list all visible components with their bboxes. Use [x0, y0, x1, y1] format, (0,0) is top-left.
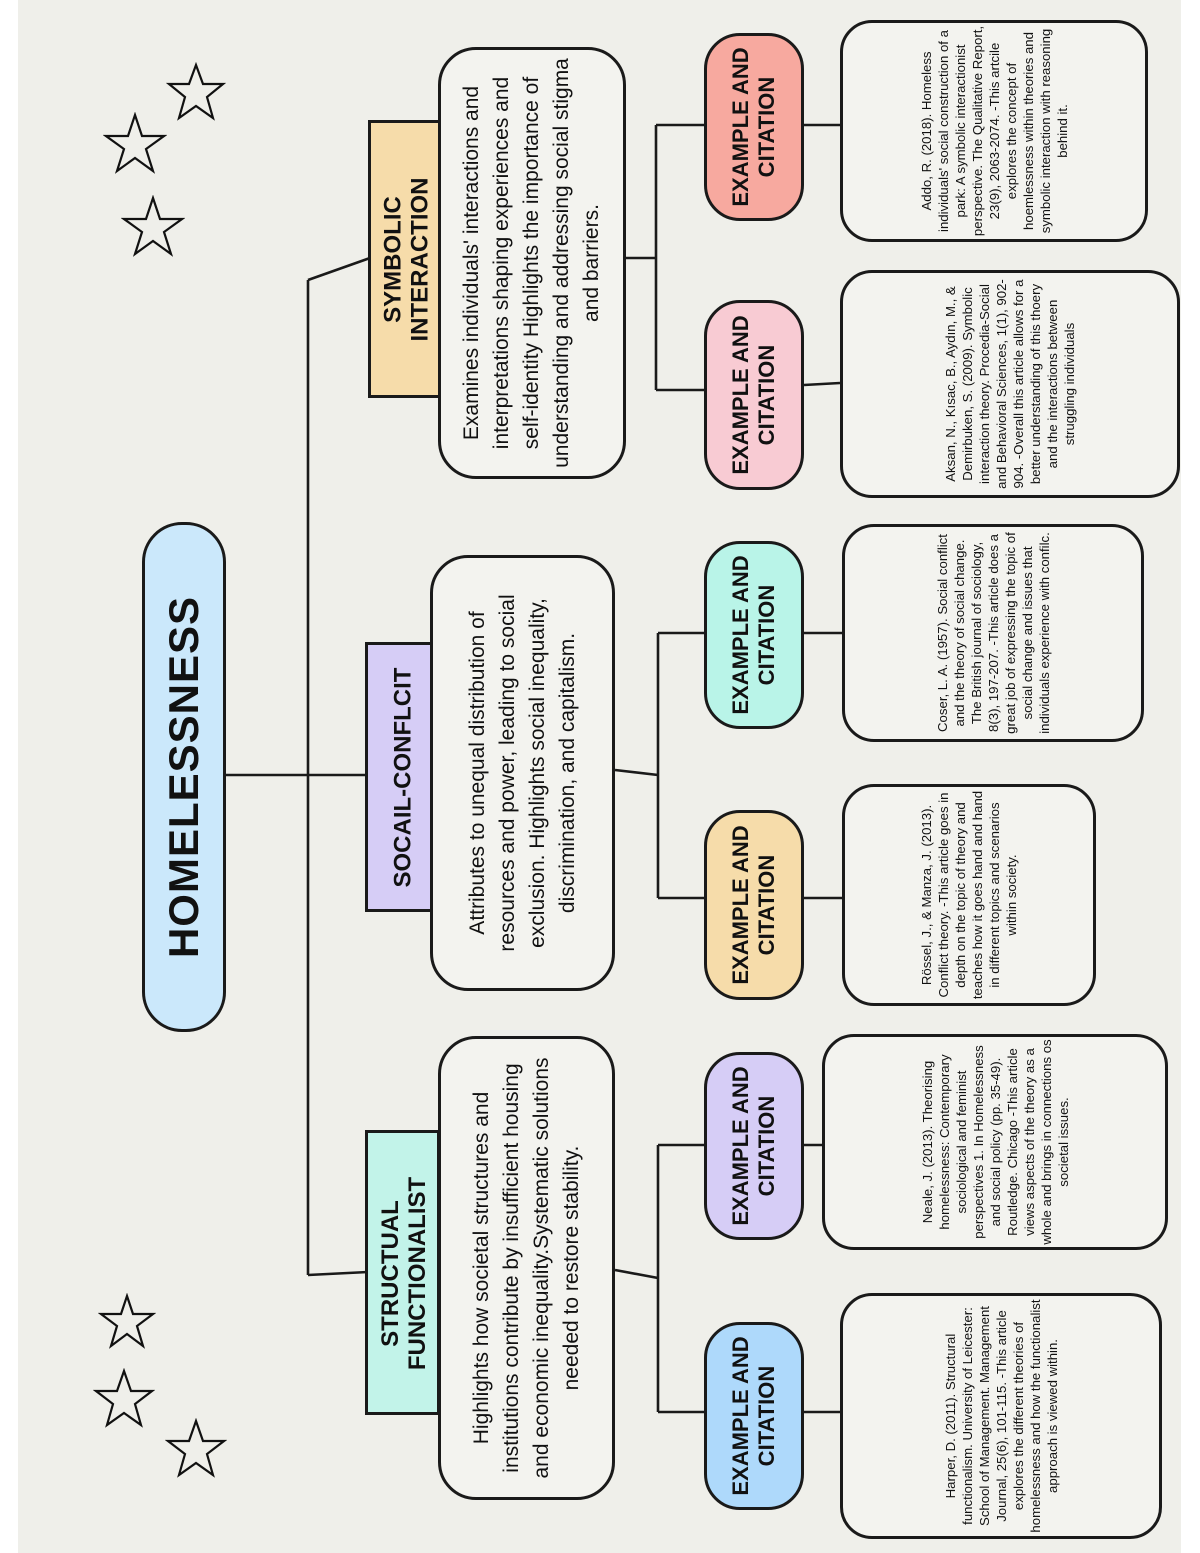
star-icon — [98, 1293, 156, 1349]
example-node: EXAMPLE AND CITATION — [704, 1052, 804, 1240]
citation-box: Coser, L. A. (1957). Social conflict and… — [842, 524, 1144, 742]
star-icon — [121, 195, 185, 257]
theory-description: Highlights how societal structures and i… — [438, 1036, 615, 1500]
star-icon — [93, 1368, 155, 1428]
theory-label: SOCAIL-CONFLCIT — [389, 667, 416, 888]
example-node: EXAMPLE AND CITATION — [704, 300, 804, 490]
theory-node-structural-functionalist: STRUCTUAL FUNCTIONALIST — [365, 1130, 440, 1415]
root-label: HOMELESSNESS — [160, 595, 207, 959]
star-icon — [166, 62, 226, 121]
citation-box: Harper, D. (2011). Structural functional… — [840, 1293, 1162, 1539]
connector-desc — [614, 768, 659, 777]
citation-box: Aksan, N., Kısac, B., Aydın, M., & Demir… — [840, 270, 1180, 498]
theory-node-social-conflict: SOCAIL-CONFLCIT — [365, 642, 440, 912]
citation-box: Neale, J. (2013). Theorising homelessnes… — [822, 1034, 1168, 1250]
theory-description: Examines individuals' interactions and i… — [438, 47, 626, 479]
theory-label: SYMBOLIC INTERACTION — [378, 177, 433, 342]
example-node: EXAMPLE AND CITATION — [704, 33, 804, 221]
theory-description: Attributes to unequal distribution of re… — [430, 555, 615, 991]
connector-citation — [803, 381, 841, 387]
theory-node-symbolic-interaction: SYMBOLIC INTERACTION — [368, 120, 443, 398]
citation-box: Rössel, J., & Manza, J. (2013). Conflict… — [842, 784, 1096, 1006]
star-icon — [165, 1418, 227, 1478]
connector-branch — [307, 1270, 369, 1277]
root-node: HOMELESSNESS — [142, 522, 226, 1032]
star-icon — [103, 112, 167, 174]
theory-label: STRUCTUAL FUNCTIONALIST — [376, 1176, 430, 1370]
connector-desc — [614, 1268, 659, 1280]
example-node: EXAMPLE AND CITATION — [704, 541, 804, 729]
citation-box: Addo, R. (2018). Homeless individuals' s… — [840, 20, 1148, 242]
example-node: EXAMPLE AND CITATION — [704, 810, 804, 1000]
connector-branch — [307, 256, 371, 282]
connector-lines — [226, 123, 842, 1414]
mind-map-canvas: HOMELESSNESS STRUCTUAL FUNCTIONALIST Hig… — [18, 0, 1181, 1553]
example-node: EXAMPLE AND CITATION — [704, 1322, 804, 1510]
